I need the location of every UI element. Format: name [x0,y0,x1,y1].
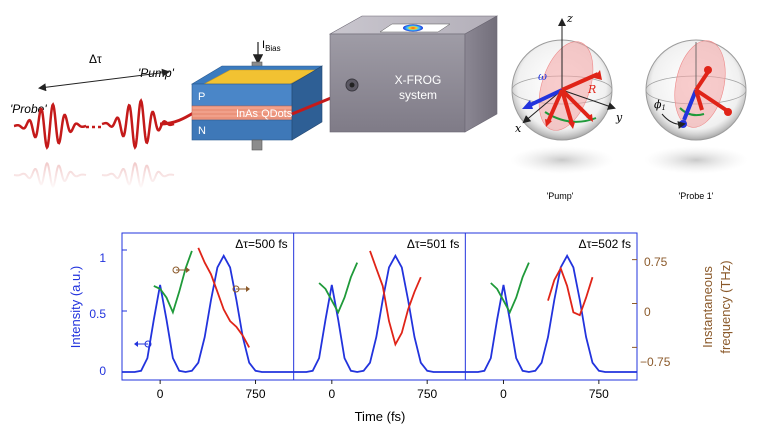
left-tick-label: 0.5 [89,307,106,321]
x-tick-label: 750 [246,387,266,401]
bloch-sphere-pump: z x y ω R 'Pump' [510,12,623,201]
sphere-shadow [644,146,748,174]
axis-x [522,89,563,124]
right-tick-label: 0 [644,305,651,319]
omega-vector [527,88,563,108]
xfrog-spectrogram [403,24,423,32]
axis-z-label: z [566,12,573,25]
delay-label: Δτ [89,52,102,66]
r-label: R [587,83,596,96]
probe-pulse [13,102,87,150]
omega-vector [682,89,698,121]
x-tick-label: 0 [328,387,335,401]
pulse-illustration: 'Probe' 'Pump' Δτ [10,52,196,190]
xfrog-label-2: system [399,88,437,102]
right-tick-label: 0.75 [644,255,668,269]
n-label: N [198,125,206,137]
qdots-label: InAs QDots [236,108,293,120]
pump-caption: 'Pump' [547,191,574,201]
right-axis-label-1: Instantaneous [700,266,715,348]
xfrog-system: X-FROG system [328,15,499,133]
phase-frequency-curve-green [490,262,530,315]
x-tick-label: 0 [157,387,164,401]
right-tick-label: −0.75 [640,355,671,369]
left-tick-label: 1 [99,251,106,265]
intensity-curve [293,253,466,373]
delay-arrow [38,68,170,92]
panel-label: Δτ=502 fs [579,237,631,251]
axis-y-label: y [615,111,623,124]
left-axis: 1 0.5 0 Intensity (a.u.) [68,251,106,378]
sphere-shadow [510,146,614,174]
device-side-face [291,65,323,141]
phase-frequency-curve-green [318,262,359,315]
trajectory-arc [679,107,705,117]
x-axis-label: Time (fs) [355,409,406,424]
right-axis: 0.75 0 −0.75 Instantaneous frequency (TH… [640,255,733,369]
phi-label: ϕ1 [654,98,666,112]
plot-frame [121,232,638,381]
intensity-curve [465,253,637,373]
plot-panel: Δτ=502 fs 0 750 [465,237,637,401]
bottom-contact-pin [251,139,263,151]
p-label: P [198,91,205,103]
r-vector [694,70,710,92]
plot-panel: Δτ=500 fs 0 750 [122,237,294,401]
probe-label: 'Probe' [10,102,47,116]
p-layer [191,83,293,107]
x-tick-label: 750 [589,387,609,401]
panel-label: Δτ=500 fs [235,237,287,251]
intensity-axis-indicator [134,340,152,348]
r-vector [561,72,599,92]
left-tick-label: 0 [99,364,106,378]
frequency-axis-indicator [232,285,250,293]
left-axis-label: Intensity (a.u.) [68,266,83,348]
phase-frequency-curve-red [369,250,422,347]
reflection-fade [10,160,185,190]
panel-label: Δτ=501 fs [407,237,459,251]
axis-x-label: x [515,122,522,135]
bloch-sphere-probe: ϕ1 'Probe 1' [644,39,748,201]
phi-arc [661,113,686,129]
phase-frequency-curve-green [153,250,193,315]
bias-label: IBias [262,39,281,53]
x-tick-label: 750 [417,387,437,401]
frequency-axis-indicator [172,266,190,274]
right-axis-label-2: frequency (THz) [718,260,733,353]
xfrog-label-1: X-FROG [395,73,442,87]
n-layer [191,119,293,141]
x-tick-label: 0 [500,387,507,401]
qdot-device: IBias P InAs QDots N [190,39,366,151]
xfrog-side [464,15,498,133]
phase-frequency-curve-red [547,266,594,317]
phase-frequency-curve-red [197,247,250,348]
plot-panel: Δτ=501 fs 0 750 [293,237,466,401]
omega-label: ω [538,70,547,83]
intensity-curve [122,253,294,373]
axis-y [561,89,616,110]
probe-caption: 'Probe 1' [679,191,714,201]
